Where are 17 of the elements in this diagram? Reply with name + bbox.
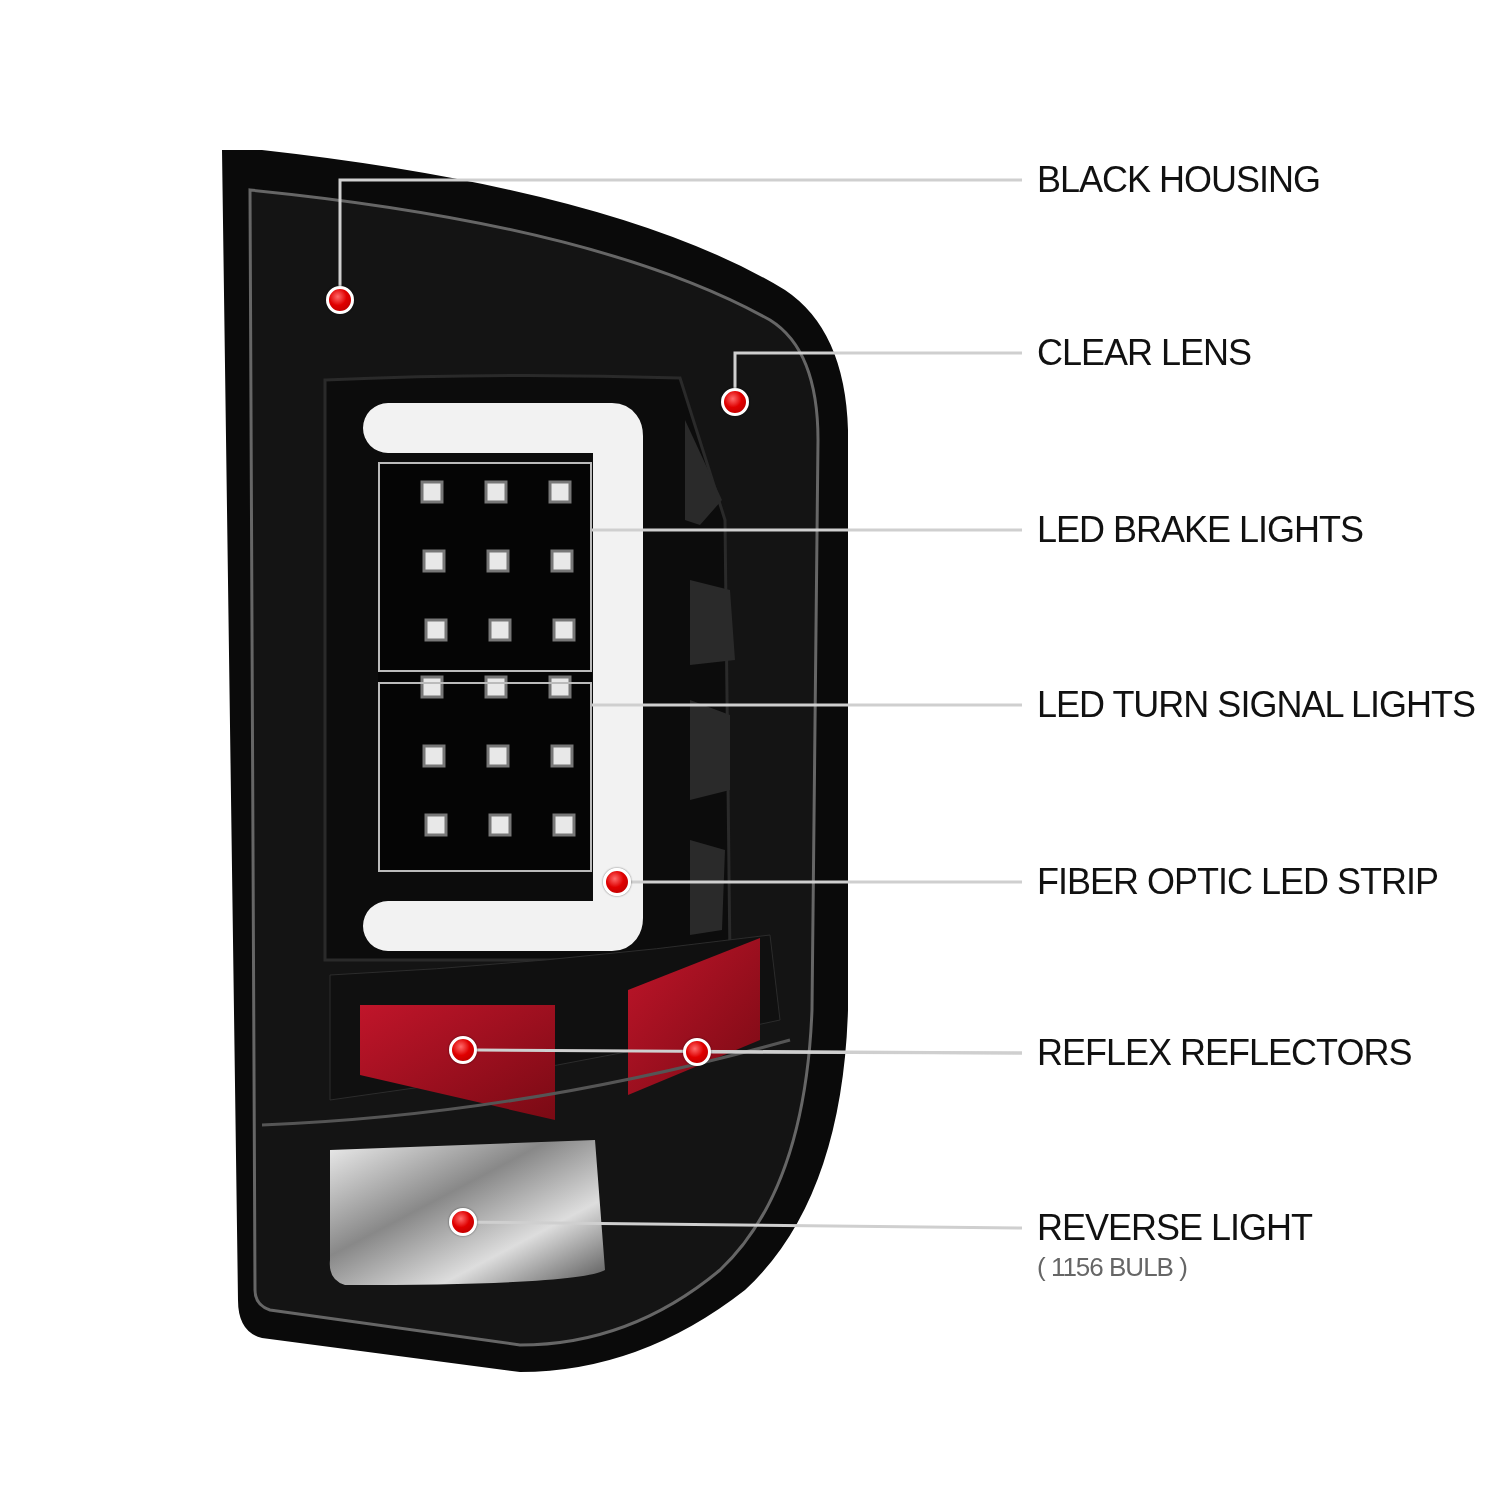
leader-line [631, 880, 1022, 884]
callout-label: CLEAR LENS [1037, 331, 1252, 375]
callout-label: LED TURN SIGNAL LIGHTS [1037, 683, 1476, 727]
callout-label: BLACK HOUSING [1037, 158, 1321, 202]
bulb-note: ( 1156 BULB ) [1037, 1252, 1188, 1282]
callout-label: LED BRAKE LIGHTS [1037, 508, 1364, 552]
leader-line [338, 178, 1022, 286]
leader-line [592, 703, 1022, 707]
leader-line [592, 528, 1022, 532]
led-group-outline [378, 462, 592, 672]
led-group-outline [378, 682, 592, 872]
callout-label: REVERSE LIGHT [1037, 1206, 1313, 1250]
callout-label: FIBER OPTIC LED STRIP [1037, 860, 1439, 904]
callout-label: REFLEX REFLECTORS [1037, 1031, 1412, 1075]
leader-line [477, 1048, 1022, 1055]
leader-line [733, 351, 1022, 388]
leader-line [477, 1220, 1022, 1230]
